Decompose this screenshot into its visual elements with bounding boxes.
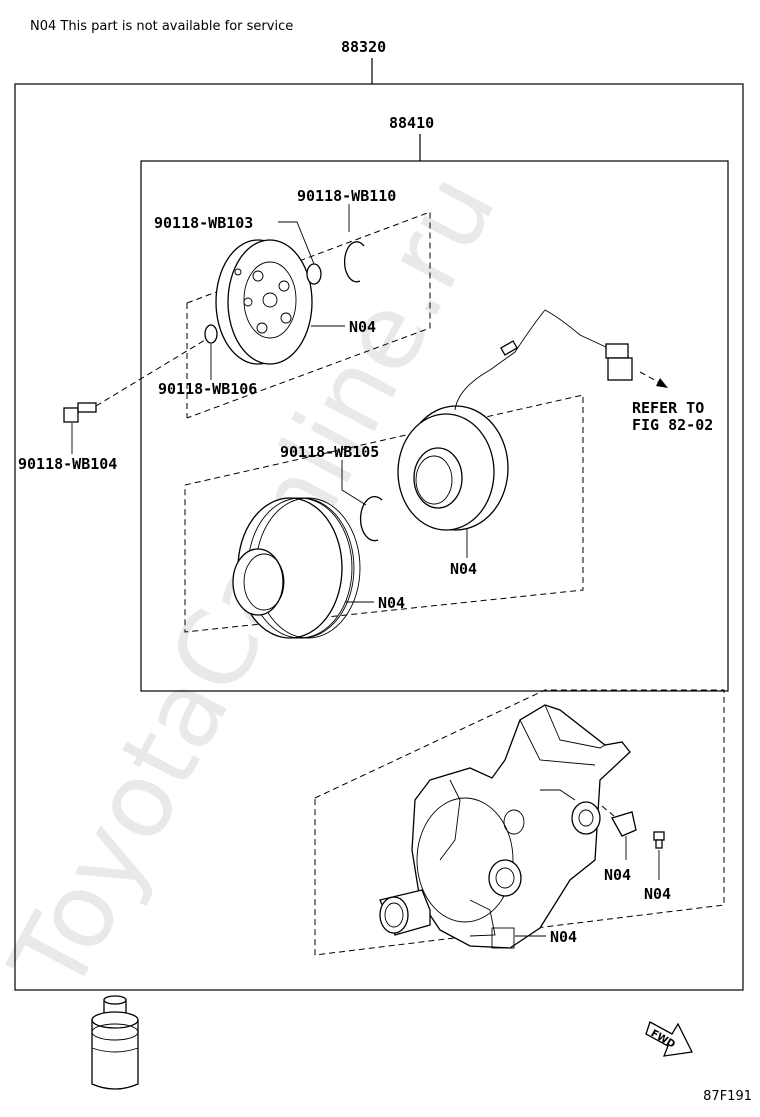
screw-label[interactable]: N04 bbox=[644, 885, 671, 903]
shim-label[interactable]: 90118-WB103 bbox=[154, 214, 253, 232]
compressor-group-dash bbox=[314, 689, 725, 956]
clutch-frame bbox=[140, 160, 729, 692]
pressure-plate-label[interactable]: N04 bbox=[349, 318, 376, 336]
front-group-dash bbox=[186, 211, 431, 419]
wire-connector[interactable] bbox=[605, 343, 633, 381]
bracket-label[interactable]: N04 bbox=[604, 866, 631, 884]
snap-ring-top[interactable] bbox=[343, 241, 365, 283]
assembly-frame bbox=[14, 83, 744, 991]
refer-line-1[interactable]: REFER TO bbox=[632, 399, 704, 417]
oil-bottle[interactable] bbox=[91, 995, 139, 1090]
compressor-body[interactable] bbox=[379, 704, 631, 949]
service-note: N04 This part is not available for servi… bbox=[30, 19, 294, 34]
stator-label[interactable]: N04 bbox=[450, 560, 477, 578]
bolt[interactable] bbox=[63, 402, 97, 423]
shim[interactable] bbox=[306, 263, 322, 285]
snap-ring-mid[interactable] bbox=[359, 496, 383, 542]
screw[interactable] bbox=[653, 831, 665, 849]
coil-wire bbox=[454, 309, 609, 411]
washer[interactable] bbox=[204, 324, 218, 344]
bolt-label[interactable]: 90118-WB104 bbox=[18, 455, 117, 473]
pulley-label[interactable]: N04 bbox=[378, 594, 405, 612]
washer-label[interactable]: 90118-WB106 bbox=[158, 380, 257, 398]
refer-line-2[interactable]: FIG 82-02 bbox=[632, 416, 713, 434]
pulley[interactable] bbox=[232, 497, 361, 639]
clutch-label[interactable]: 88410 bbox=[389, 114, 434, 132]
snap-ring-top-label[interactable]: 90118-WB110 bbox=[297, 187, 396, 205]
assembly-label[interactable]: 88320 bbox=[341, 38, 386, 56]
fwd-arrow-icon: FWD bbox=[645, 1021, 693, 1057]
figure-id: 87F191 bbox=[703, 1089, 752, 1104]
snap-ring-mid-label[interactable]: 90118-WB105 bbox=[280, 443, 379, 461]
bracket[interactable] bbox=[611, 811, 637, 837]
compressor-body-label[interactable]: N04 bbox=[550, 928, 577, 946]
stator-coil[interactable] bbox=[397, 405, 509, 531]
pressure-plate[interactable] bbox=[215, 239, 313, 365]
